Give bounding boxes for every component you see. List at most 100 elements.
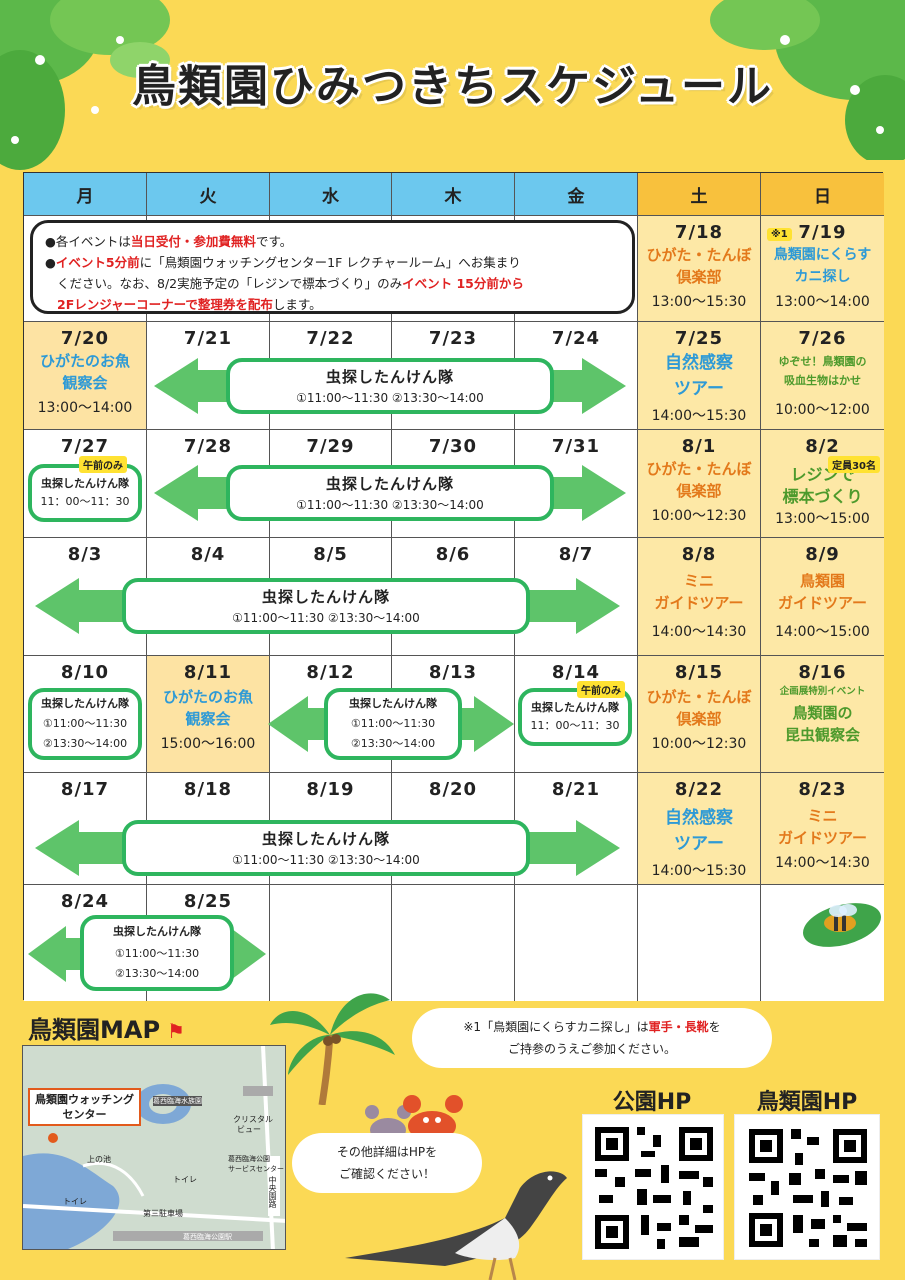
cell-7-20: 7/20 ひがたのお魚 観察会 13:00〜14:00 [24, 322, 147, 430]
event-time: 10:00〜12:30 [651, 736, 747, 752]
date: 8/1 [681, 436, 717, 457]
bubble-text: を [708, 1020, 721, 1034]
notice-highlight: 2Fレンジャーコーナーで整理券を配布 [57, 297, 273, 312]
date: 8/15 [674, 662, 724, 683]
header-fri: 金 [515, 173, 638, 216]
pill-times: ②13:30〜14:00 [114, 967, 200, 980]
pill-title: 虫探したんけん隊 [325, 368, 454, 386]
pill-title: 虫探したんけん隊 [531, 701, 619, 714]
date: 8/3 [67, 544, 103, 565]
pill-times: 11：00〜11：30 [40, 495, 130, 508]
map-label: 葛西臨海公園 [228, 1155, 270, 1163]
event-name: 自然感察 [665, 808, 733, 828]
cell-8-11: 8/11 ひがたのお魚 観察会 15:00〜16:00 [147, 656, 270, 773]
note-bubble: ※1「鳥類園にくらすカニ探し」は軍手・長靴を ご持参のうえご参加ください。 [412, 1008, 772, 1068]
qr-code-icon [749, 1129, 867, 1247]
date: 8/10 [60, 662, 110, 683]
event-label: 企画展特別イベント [779, 686, 866, 697]
map-label: 中央園路 [268, 1176, 277, 1208]
event-pill: 虫探したんけん隊 ①11:00〜11:30 ②13:30〜14:00 [226, 465, 554, 521]
event-name: 吸血生物はかせ [784, 374, 861, 387]
notice-text: ● [45, 255, 56, 270]
date: 8/12 [306, 662, 355, 683]
pill-times: ①11:00〜11:30 ②13:30〜14:00 [296, 498, 484, 512]
bubble-text: ご確認ください！ [338, 1167, 435, 1181]
map-label: 葛西臨海水族園 [153, 1096, 202, 1106]
hp-bubble: その他詳細はHPを ご確認ください！ [292, 1133, 482, 1193]
event-name: ガイドツアー [777, 594, 868, 612]
pill-times: ①11:00〜11:30 [114, 947, 200, 960]
note-badge: ※1 [767, 228, 792, 241]
event-time: 14:00〜15:00 [775, 624, 870, 640]
date: 7/18 [674, 222, 724, 243]
cell-8-15: 8/15 ひがた・たんぼ 倶楽部 10:00〜12:30 [638, 656, 761, 773]
cell-8-1: 8/1 ひがた・たんぼ 倶楽部 10:00〜12:30 [638, 430, 761, 538]
event-name: 観察会 [185, 710, 231, 728]
map-label: ビュー [237, 1125, 261, 1134]
map-label: 第三駐車場 [143, 1209, 183, 1218]
event-pill: 虫探したんけん隊 ①11:00〜11:30 ②13:30〜14:00 [226, 358, 554, 414]
event-name: ゆぞせ！鳥類園の [778, 355, 867, 368]
date: 8/22 [674, 779, 724, 800]
date: 8/4 [190, 544, 226, 565]
event-time: 14:00〜15:30 [651, 408, 747, 424]
header-mon: 月 [24, 173, 147, 216]
map-title: 鳥類園MAP ⚑ [28, 1010, 185, 1045]
date: 7/29 [306, 436, 355, 457]
cell-8-22: 8/22 自然感察 ツアー 14:00〜15:30 [638, 773, 761, 885]
park-hp-qr[interactable] [582, 1114, 724, 1260]
map-drawing [23, 1046, 285, 1249]
event-name: 鳥類園 [799, 572, 845, 590]
morning-only-badge: 午前のみ [79, 456, 127, 473]
cell-8-23: 8/23 ミニ ガイドツアー 14:00〜14:30 [761, 773, 884, 885]
header-tue: 火 [147, 173, 270, 216]
event-time: 14:00〜15:30 [651, 863, 747, 879]
event-time: 10:00〜12:30 [651, 508, 747, 524]
event-time: 14:00〜14:30 [651, 624, 747, 640]
cell-7-19: ※1 7/19 鳥類園にくらす カニ探し 13:00〜14:00 [761, 216, 884, 322]
event-name: 倶楽部 [676, 268, 722, 286]
pill-times: ①11:00〜11:30 ②13:30〜14:00 [232, 853, 420, 867]
event-name: 観察会 [62, 374, 108, 392]
date: 8/8 [681, 544, 717, 565]
notice-highlight: イベント5分前 [55, 255, 140, 270]
event-pill: 虫探したんけん隊 ①11:00〜11:30 ②13:30〜14:00 [122, 820, 530, 876]
event-name: 倶楽部 [676, 482, 722, 500]
cell-empty [761, 885, 884, 1001]
date: 8/20 [428, 779, 478, 800]
pill-title: 虫探したんけん隊 [41, 477, 129, 490]
pill-times: ②13:30〜14:00 [350, 737, 436, 750]
page-title: 鳥類園ひみつきちスケジュール [132, 61, 773, 112]
date: 7/19 [798, 222, 847, 243]
cell-empty [270, 885, 392, 1001]
event-time: 13:00〜14:00 [775, 294, 870, 310]
pill-times: ②13:30〜14:00 [42, 737, 128, 750]
date: 7/28 [183, 436, 233, 457]
event-name: ガイドツアー [777, 829, 868, 847]
event-name: ガイドツアー [654, 594, 744, 612]
notice-text: に「鳥類園ウォッチングセンター1F レクチャールーム」へお集まり [139, 255, 521, 270]
event-pill: 虫探したんけん隊 ①11:00〜11:30 ②13:30〜14:00 [122, 578, 530, 634]
event-time: 13:00〜15:30 [651, 294, 747, 310]
watching-center-label: 鳥類園ウォッチング センター [28, 1088, 141, 1126]
morning-only-badge: 午前のみ [577, 681, 625, 698]
notice-highlight: イベント 15分前から [402, 276, 524, 291]
cell-8-2: 8/2 定員30名 レジンで 標本づくり 13:00〜15:00 [761, 430, 884, 538]
pill-times: ①11:00〜11:30 ②13:30〜14:00 [296, 391, 484, 405]
pill-title: 虫探したんけん隊 [41, 697, 129, 710]
event-name: 標本づくり [782, 487, 863, 506]
pill-times: ①11:00〜11:30 [350, 717, 436, 730]
header-wed: 水 [270, 173, 392, 216]
pill-title: 虫探したんけん隊 [113, 925, 201, 938]
cell-8-16: 8/16 企画展特別イベント 鳥類園の 昆虫観察会 [761, 656, 884, 773]
date: 7/27 [60, 436, 110, 457]
notice-text: ください。なお、8/2実施予定の「レジンで標本づくり」のみ [57, 276, 403, 291]
park-map: クリスタル ビュー 葛西臨海水族園 上の池 トイレ 葛西臨海公園 サービスセンタ… [22, 1045, 286, 1250]
header-sat: 土 [638, 173, 761, 216]
flag-icon: ⚑ [160, 1019, 185, 1043]
bubble-text: ご持参のうえご参加ください。 [507, 1042, 676, 1056]
event-name: ミニ [807, 807, 838, 825]
event-name: 自然感察 [665, 353, 733, 373]
event-time: 15:00〜16:00 [160, 736, 256, 752]
bird-hp-qr[interactable] [734, 1114, 880, 1260]
